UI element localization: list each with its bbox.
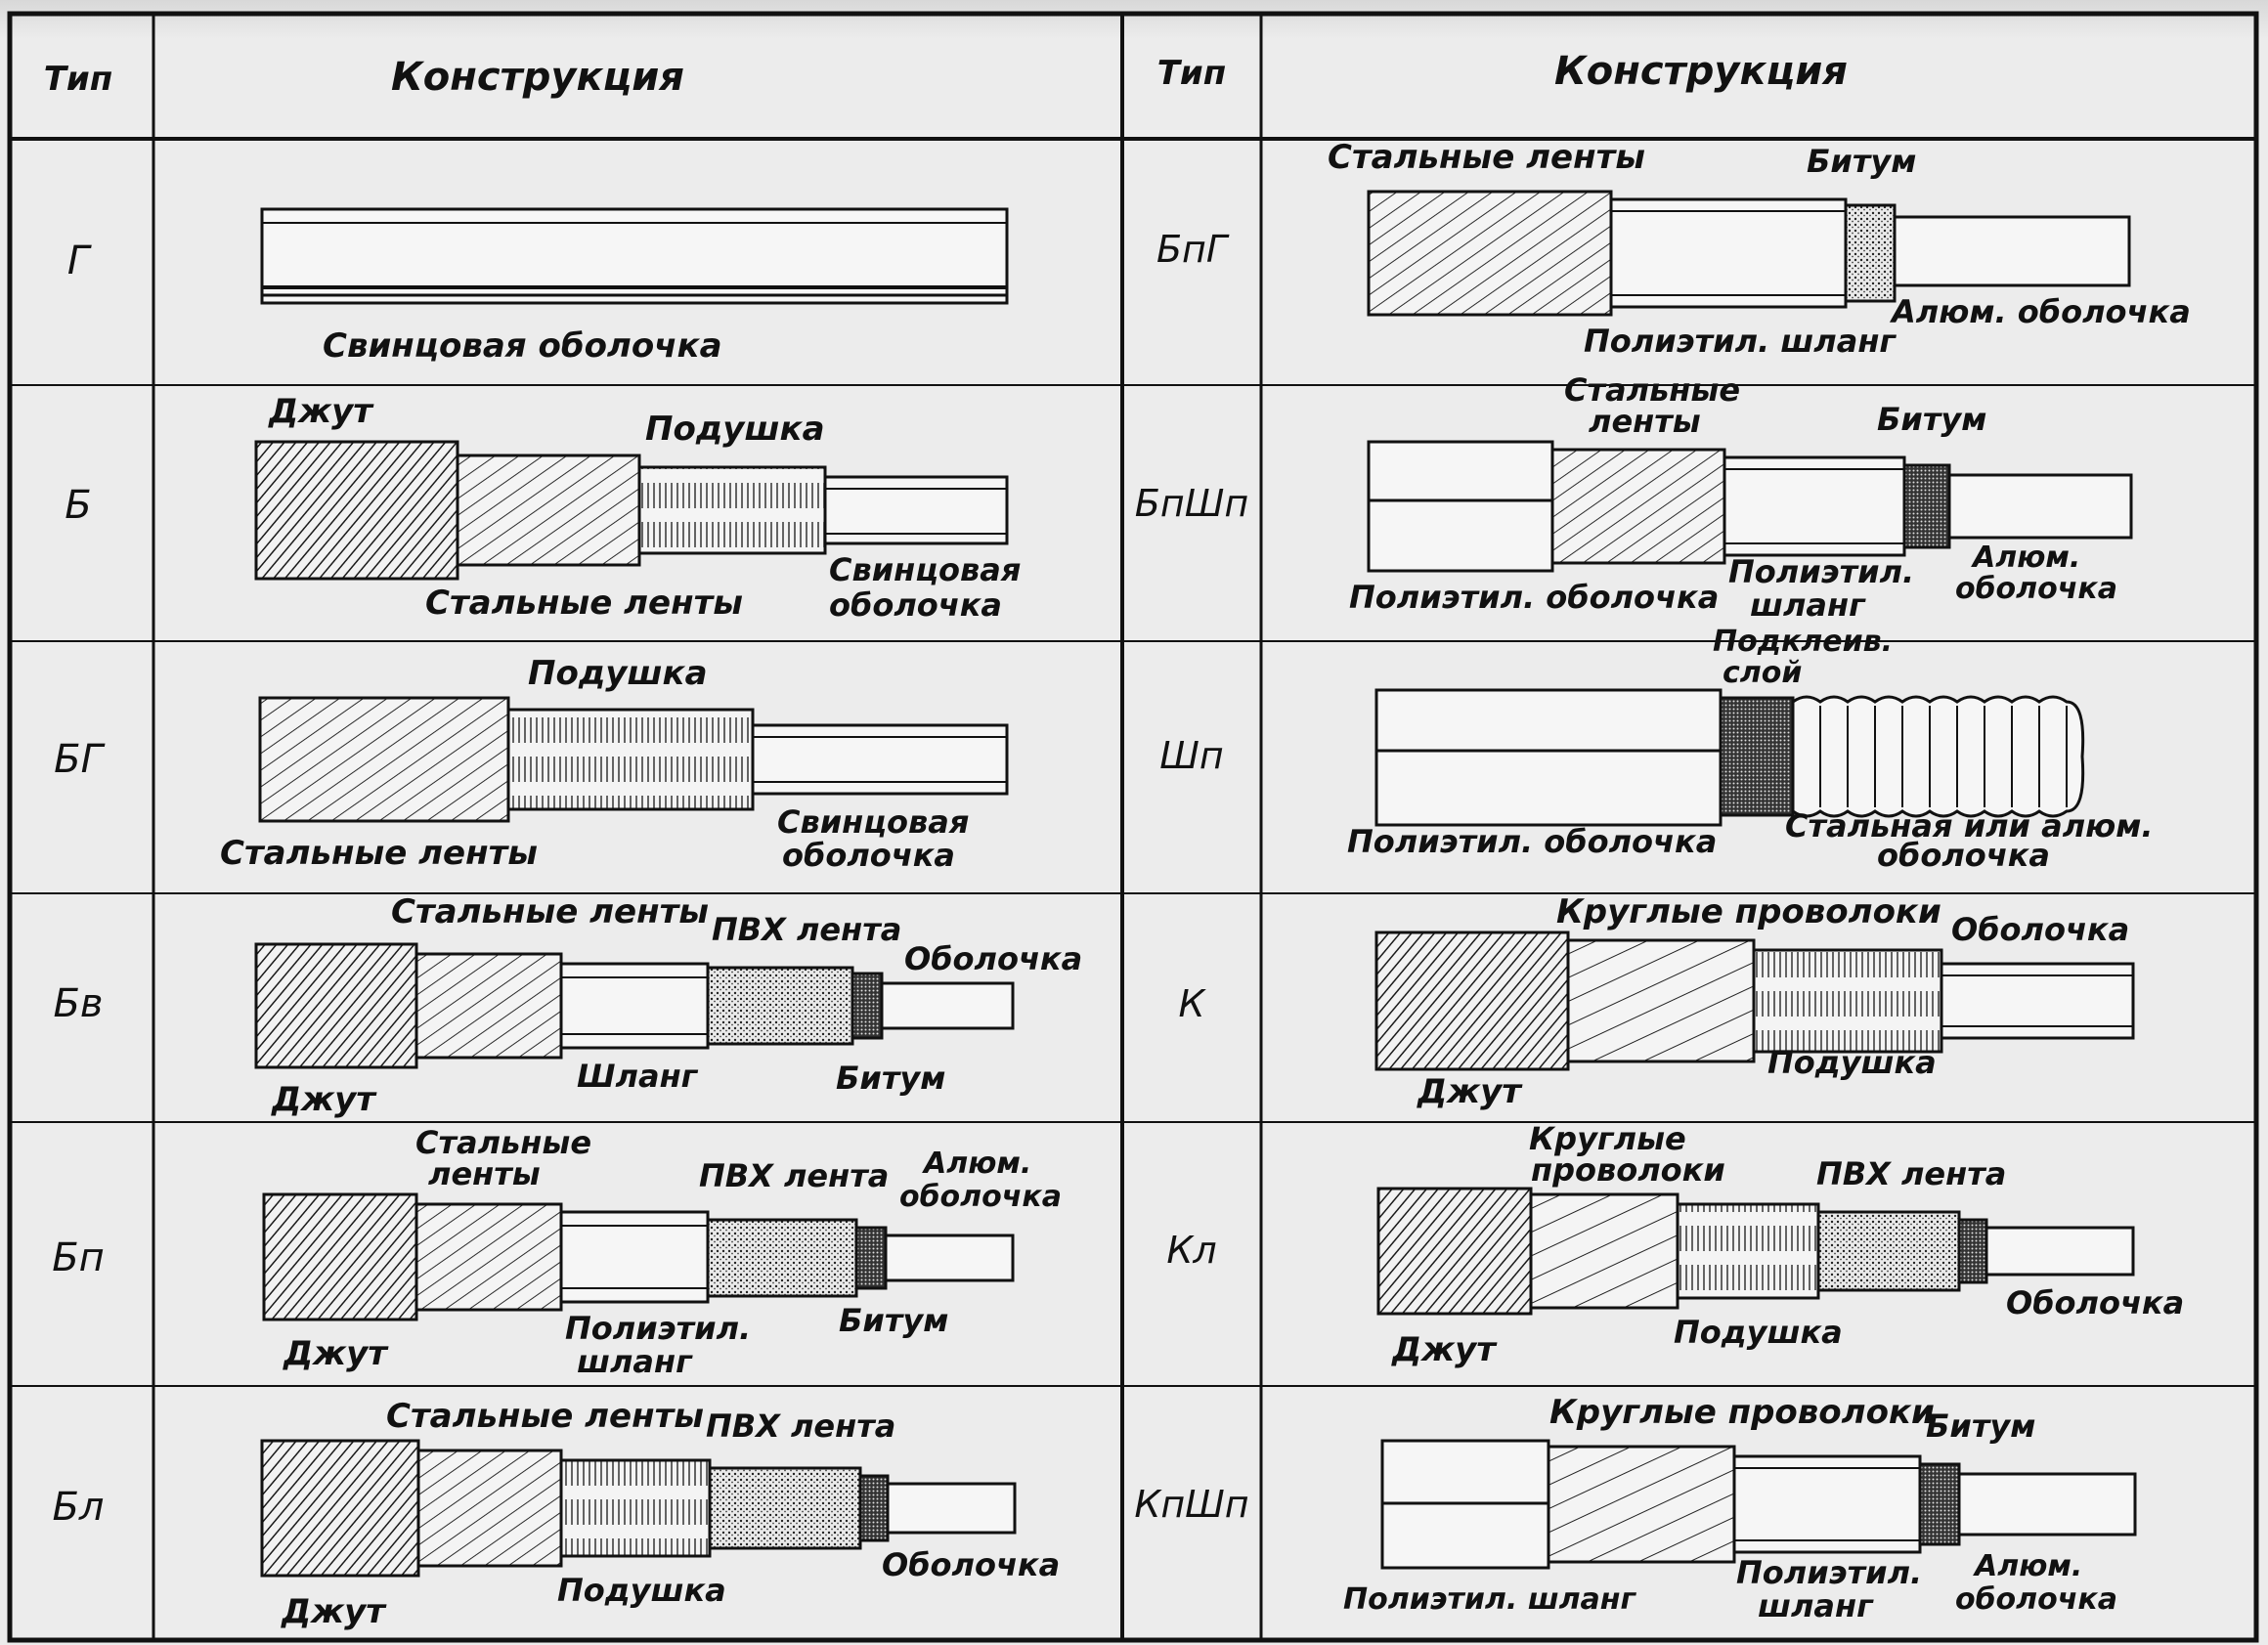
table-grid — [7, 11, 2259, 1643]
type-label: Б — [65, 483, 91, 528]
header-left-type: Тип — [44, 60, 113, 99]
type-label: К — [1179, 982, 1207, 1025]
label-cushion: Подушка — [645, 410, 825, 449]
label-lead: Свинцовая — [829, 551, 1021, 588]
label-jute: Джут — [1417, 1072, 1523, 1111]
label-pvc-tape: ПВХ лента — [1816, 1155, 2006, 1192]
label-sheath: оболочка — [782, 837, 955, 874]
type-label: Бл — [52, 1485, 104, 1530]
label-alum: Алюм. — [1971, 541, 2080, 575]
label-round-wires: Круглые проволоки — [1556, 892, 1941, 931]
cable-drawing-Bp — [262, 1192, 1015, 1321]
label-hose: шланг — [1758, 1587, 1874, 1624]
label-round-wires: Круглые проволоки — [1549, 1393, 1935, 1432]
label-steel-tapes: Стальные ленты — [1328, 138, 1645, 177]
cable-drawing-Kl — [1376, 1187, 2135, 1316]
header-right-construction: Конструкция — [1554, 49, 1848, 94]
label-round: Круглые — [1529, 1120, 1686, 1157]
label-polyethylene: Полиэтил. — [1728, 553, 1914, 590]
label-lead-sheath: Свинцовая оболочка — [323, 326, 722, 366]
cable-drawing-K — [1374, 931, 2135, 1071]
cable-drawing-Bl — [260, 1439, 1017, 1578]
type-label: Бв — [53, 981, 103, 1026]
label-pvc-tape: ПВХ лента — [706, 1407, 895, 1445]
label-sheath: оболочка — [899, 1180, 1062, 1214]
label-steel-tapes: Стальные ленты — [386, 1397, 704, 1436]
cable-drawing-BpG — [1367, 190, 2131, 317]
label-cushion: Подушка — [1674, 1314, 1843, 1351]
label-jute: Джут — [283, 1334, 389, 1373]
cable-drawing-G — [260, 207, 1009, 305]
type-label: Кл — [1166, 1229, 1216, 1272]
label-hose: шланг — [577, 1343, 693, 1380]
label-steel-tapes: Стальные ленты — [425, 584, 743, 623]
type-label: БпШп — [1135, 482, 1248, 525]
type-label: БпГ — [1156, 228, 1230, 271]
label-alum: Алюм. — [922, 1147, 1031, 1181]
label-alum-sheath: Алюм. оболочка — [1889, 293, 2191, 330]
label-wires: проволоки — [1531, 1151, 1725, 1189]
label-sheath: Оболочка — [1951, 911, 2129, 948]
label-adhesive: Подклеив. — [1713, 625, 1893, 659]
label-jute: Джут — [281, 1592, 387, 1631]
label-cushion: Подушка — [557, 1572, 726, 1609]
type-label: Шп — [1159, 734, 1223, 777]
label-lead: Свинцовая — [777, 803, 969, 841]
label-steel-or-alum: Стальная или алюм. — [1785, 807, 2154, 844]
label-jute: Джут — [271, 1080, 377, 1119]
label-alum: Алюм. — [1973, 1549, 2082, 1583]
label-tapes: ленты — [1589, 403, 1701, 440]
label-bitumen: Битум — [1877, 401, 1986, 438]
type-label: БГ — [54, 737, 105, 782]
label-pvc-tape: ПВХ лента — [699, 1157, 889, 1194]
label-polyethylene: Полиэтил. — [565, 1310, 751, 1347]
label-pvc-tape: ПВХ лента — [712, 911, 901, 948]
label-steel: Стальные — [415, 1124, 591, 1161]
label-bitumen: Битум — [839, 1302, 948, 1339]
header-right-type: Тип — [1157, 54, 1227, 93]
type-label: Г — [67, 238, 92, 283]
table-frame — [7, 11, 2259, 1643]
label-jute: Джут — [1391, 1330, 1498, 1369]
cable-drawing-KpShp — [1380, 1439, 2137, 1570]
label-polyethylene: Полиэтил. — [1736, 1554, 1922, 1591]
label-steel-tapes: Стальные ленты — [391, 892, 709, 931]
label-layer: слой — [1723, 656, 1802, 690]
label-sheath: Оболочка — [882, 1546, 1060, 1583]
label-pe-sheath: Полиэтил. оболочка — [1349, 579, 1719, 616]
label-sheath: оболочка — [1877, 837, 2050, 874]
label-pe-sheath: Полиэтил. оболочка — [1347, 823, 1717, 860]
label-sheath: оболочка — [1955, 1582, 2117, 1617]
cable-drawing-Bv — [254, 942, 1015, 1069]
label-sheath: оболочка — [1955, 572, 2117, 606]
label-sheath: оболочка — [829, 586, 1002, 624]
label-bitumen: Битум — [1926, 1407, 2035, 1445]
label-tapes: ленты — [428, 1155, 541, 1192]
label-hose: Шланг — [577, 1058, 699, 1095]
label-hose: шланг — [1750, 586, 1866, 624]
label-cushion: Подушка — [528, 654, 708, 693]
label-steel-tapes: Стальные ленты — [220, 834, 538, 873]
label-sheath: Оболочка — [2006, 1284, 2184, 1321]
cable-drawing-Shp — [1374, 688, 2085, 827]
type-label: КпШп — [1134, 1483, 1248, 1526]
cable-drawing-BG — [258, 696, 1009, 823]
type-label: Бп — [52, 1235, 105, 1280]
cable-drawing-BpShp — [1367, 440, 2133, 573]
label-jute: Джут — [268, 392, 374, 431]
label-cushion: Подушка — [1767, 1044, 1937, 1081]
label-pe-hose: Полиэтил. шланг — [1343, 1582, 1637, 1617]
label-bitumen: Битум — [1807, 143, 1916, 180]
label-bitumen: Битум — [836, 1060, 945, 1097]
label-sheath: Оболочка — [904, 940, 1082, 977]
label-steel: Стальные — [1564, 371, 1740, 409]
label-pe-hose: Полиэтил. шланг — [1584, 323, 1897, 360]
header-left-construction: Конструкция — [391, 55, 684, 100]
cable-drawing-B — [254, 440, 1009, 581]
